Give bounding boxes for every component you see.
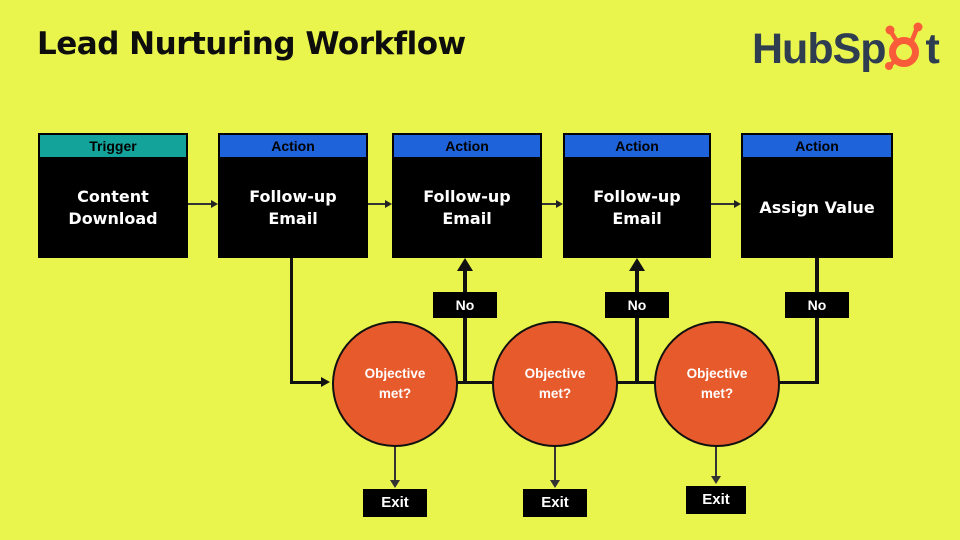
arrowhead-down-icon [711,476,721,484]
connector-line [290,258,293,384]
node-action-assign-value: Action Assign Value [741,133,893,258]
arrowhead-down-icon [550,480,560,488]
arrowhead-down-icon [390,480,400,488]
logo-text-right: t [925,25,940,73]
decision-objective-met-3: Objective met? [654,321,780,447]
exit-label: Exit [363,489,427,517]
connector-line [711,203,735,205]
connector-line [774,381,818,384]
node-label: Follow-up Email [593,186,681,228]
arrowhead-right-icon [321,377,330,387]
arrowhead-right-icon [385,200,392,208]
connector-line [554,447,556,481]
exit-label: Exit [523,489,587,517]
connector-line [394,447,396,481]
node-trigger-content-download: Trigger Content Download [38,133,188,258]
node-action-followup-1: Action Follow-up Email [218,133,368,258]
node-action-followup-2: Action Follow-up Email [392,133,542,258]
hubspot-sprocket-icon [884,22,923,70]
node-type-badge: Action [565,135,709,157]
connector-line [635,270,639,383]
arrowhead-up-icon [457,258,473,271]
no-label: No [605,292,669,318]
node-type-badge: Trigger [40,135,186,157]
node-type-badge: Action [220,135,366,157]
decision-objective-met-2: Objective met? [492,321,618,447]
node-type-badge: Action [743,135,891,157]
logo-text-left: HubSp [752,25,887,73]
hubspot-logo: HubSp t [752,20,940,74]
decision-objective-met-1: Objective met? [332,321,458,447]
exit-label: Exit [686,486,746,514]
connector-line [463,270,467,383]
connector-line [452,381,496,384]
arrowhead-up-icon [629,258,645,271]
node-label: Assign Value [759,197,875,217]
no-label: No [433,292,497,318]
arrowhead-right-icon [556,200,563,208]
node-label: Follow-up Email [249,186,337,228]
connector-line [815,258,819,384]
connector-line [290,381,321,384]
node-label: Follow-up Email [423,186,511,228]
connector-line [188,203,212,205]
no-label: No [785,292,849,318]
connector-line [368,203,386,205]
connector-line [542,203,557,205]
page-title: Lead Nurturing Workflow [37,26,466,62]
connector-line [715,446,717,477]
node-type-badge: Action [394,135,540,157]
node-action-followup-3: Action Follow-up Email [563,133,711,258]
node-label: Content Download [68,186,158,228]
arrowhead-right-icon [734,200,741,208]
arrowhead-right-icon [211,200,218,208]
